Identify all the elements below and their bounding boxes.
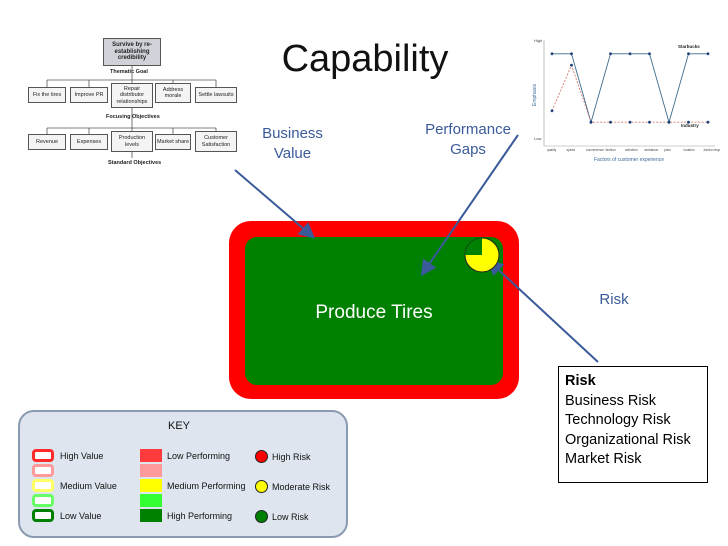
business-value-arrow <box>234 169 316 239</box>
risk-item: Technology Risk <box>565 412 671 428</box>
chart-data-point <box>706 120 710 124</box>
chart-data-point <box>609 120 612 124</box>
chart-tick-label: speed <box>567 148 576 152</box>
thematic-goal-box: Survive by re-establishing credibility <box>103 38 161 66</box>
key-label: High Risk <box>272 452 311 462</box>
chart-tick-label: convenience <box>586 148 604 152</box>
performance-gaps-line-1: Performance <box>425 121 511 138</box>
risk-item: Market Risk <box>565 451 642 467</box>
objective-box: Settle lawsuits <box>195 87 237 103</box>
capability-name: Produce Tires <box>315 302 433 323</box>
objective-box: Production levels <box>111 131 153 152</box>
key-label: High Value <box>60 451 104 461</box>
key-label: High Performing <box>167 511 233 521</box>
chart-data-point <box>648 52 651 56</box>
objectives-hierarchy-diagram: Survive by re-establishing credibility T… <box>0 0 250 175</box>
strategy-canvas-chart: High Low Emphasis Factors of customer ex… <box>532 38 720 163</box>
key-title: KEY <box>168 420 191 432</box>
objective-box: Market share <box>155 134 191 150</box>
objective-box: Customer Satisfaction <box>195 131 237 152</box>
chart-data-point <box>550 109 554 113</box>
moderate-risk-dot-icon <box>255 480 268 493</box>
low-performing-swatch <box>140 449 162 462</box>
key-label: Moderate Risk <box>272 482 331 492</box>
business-value-label: Business Value <box>255 124 330 164</box>
medium-performing-swatch <box>140 479 162 492</box>
key-label: Low Performing <box>167 451 231 461</box>
chart-data-point <box>667 120 671 124</box>
business-value-line-1: Business <box>262 125 323 142</box>
risk-item: Organizational Risk <box>565 431 691 448</box>
chart-x-label: Factors of customer experience <box>594 157 664 163</box>
chart-tick-label: quality <box>547 148 557 152</box>
performance-gaps-line-2: Gaps <box>450 141 486 158</box>
chart-tick-label: fashion <box>606 148 617 152</box>
chart-data-point <box>648 120 651 124</box>
chart-data-point <box>609 52 612 56</box>
chart-data-point <box>550 52 554 56</box>
low-risk-dot-icon <box>255 510 268 523</box>
page-title: Capability <box>281 38 449 80</box>
objective-box: Address morale <box>155 83 191 103</box>
performance-swatch-step <box>140 494 162 507</box>
chart-data-point <box>687 52 690 56</box>
chart-tick-label: location <box>684 148 695 152</box>
chart-data-point <box>687 120 690 124</box>
risk-box-heading: Risk <box>565 373 596 389</box>
chart-data-point <box>628 52 632 56</box>
risk-label: Risk <box>599 291 629 308</box>
value-swatch-step <box>32 464 54 477</box>
chart-data-point <box>570 63 573 67</box>
standard-objectives-label: Standard Objectives <box>108 160 162 166</box>
objective-box: Revenue <box>28 134 66 150</box>
performance-gaps-arrow <box>420 134 519 277</box>
high-value-swatch <box>32 449 54 462</box>
objective-box: Fix the tires <box>28 87 66 103</box>
risk-arrow <box>487 259 599 363</box>
chart-data-point <box>570 52 573 56</box>
thematic-goal-label: Thematic Goal <box>110 69 148 75</box>
legend-key <box>18 410 348 538</box>
value-swatch-step <box>32 494 54 507</box>
objective-box: Improve PR <box>70 87 108 103</box>
high-performing-swatch <box>140 509 162 522</box>
business-value-line-2: Value <box>273 145 312 162</box>
key-label: Low Risk <box>272 512 309 522</box>
risk-indicator-icon <box>464 237 500 273</box>
chart-data-point <box>589 120 593 124</box>
risk-item: Business Risk <box>565 392 657 409</box>
chart-tick-label: selection <box>625 148 638 152</box>
performance-gaps-label: Performance Gaps <box>418 120 518 160</box>
performance-swatch-step <box>140 464 162 477</box>
low-value-swatch <box>32 509 54 522</box>
objective-box: Repair distributor relationships <box>111 83 153 108</box>
chart-tick-label: Jumbo response <box>703 148 720 152</box>
chart-data-point <box>628 120 632 124</box>
high-risk-dot-icon <box>255 450 268 463</box>
key-label: Medium Performing <box>167 481 246 491</box>
key-label: Medium Value <box>60 481 117 491</box>
chart-y-bottom-label: Low <box>534 136 541 141</box>
focusing-objectives-label: Focusing Objectives <box>106 114 160 120</box>
chart-legend-industry: Industry <box>681 123 699 128</box>
hierarchy-connectors <box>46 66 217 158</box>
capability-box <box>245 237 503 385</box>
chart-data-point <box>706 52 710 56</box>
risk-categories-box: Risk Business Risk Technology Risk Organ… <box>558 366 708 483</box>
chart-tick-label: ambiance <box>645 148 659 152</box>
chart-legend-starbucks: Starbucks <box>678 44 700 49</box>
objective-box: Expenses <box>70 134 108 150</box>
key-label: Low Value <box>60 511 102 521</box>
chart-y-label: Emphasis <box>532 84 538 106</box>
chart-y-top-label: High <box>534 38 542 43</box>
medium-value-swatch <box>32 479 54 492</box>
chart-tick-label: price <box>664 148 671 152</box>
